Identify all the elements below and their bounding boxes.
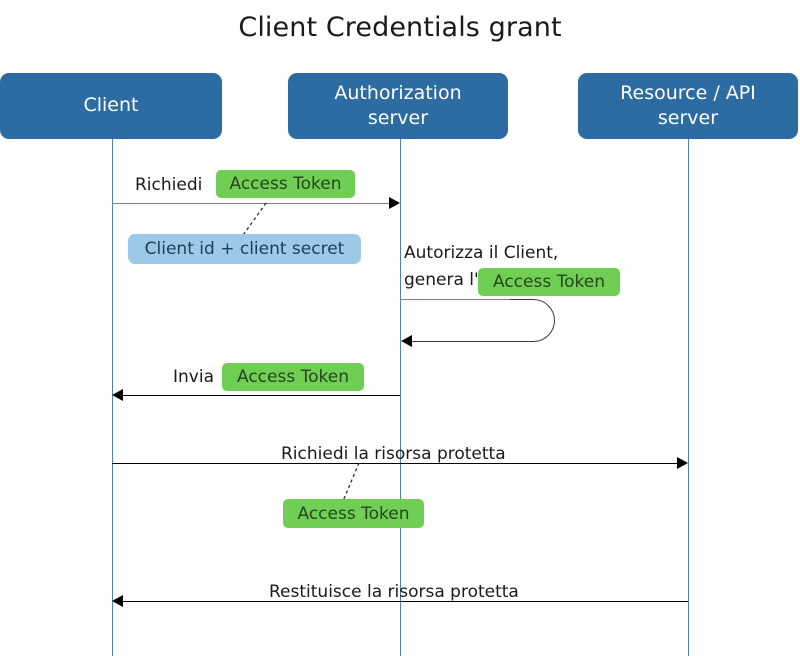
lifeline-resource-server	[688, 138, 689, 656]
self-loop-top-segment	[400, 299, 531, 300]
message-line-request-resource	[112, 463, 678, 464]
token-badge-request: Access Token	[216, 170, 355, 198]
participant-resource-server-label: Resource / API server	[620, 81, 756, 131]
message-label-authorize-line2-text: genera l'	[404, 270, 479, 290]
note-client-credentials-label: Client id + client secret	[144, 239, 345, 259]
arrow-head-send-token	[112, 389, 123, 401]
participant-authorization-server-label: Authorization server	[334, 81, 461, 131]
token-badge-sent-label: Access Token	[237, 367, 349, 387]
dash-connector-resource-token	[342, 462, 360, 502]
token-badge-resource-request-label: Access Token	[297, 503, 410, 524]
page-title: Client Credentials grant	[238, 12, 562, 43]
participant-authorization-server[interactable]: Authorization server	[288, 73, 508, 139]
self-loop-curve	[510, 299, 555, 342]
message-label-request-resource-text: Richiedi la risorsa protetta	[281, 444, 506, 464]
message-line-request-token	[112, 203, 390, 204]
arrow-head-self-loop-authorize	[401, 335, 412, 347]
message-line-return-resource	[122, 601, 688, 602]
token-badge-request-label: Access Token	[229, 174, 342, 194]
message-label-request-token: Richiedi	[135, 171, 202, 199]
token-badge-sent: Access Token	[222, 363, 364, 391]
message-label-return-resource: Restituisce la risorsa protetta	[269, 580, 519, 605]
arrow-head-request-token	[389, 197, 400, 209]
participant-authorization-server-line1: Authorization	[334, 81, 462, 104]
message-label-authorize-line2: genera l'	[404, 268, 479, 293]
participant-authorization-server-line2: server	[367, 107, 429, 129]
participant-client[interactable]: Client	[0, 73, 222, 139]
arrow-head-return-resource	[112, 595, 123, 607]
token-badge-generated: Access Token	[478, 268, 620, 296]
note-client-credentials: Client id + client secret	[128, 234, 361, 264]
participant-client-label: Client	[83, 94, 139, 117]
message-label-request-resource: Richiedi la risorsa protetta	[281, 442, 506, 467]
participant-resource-server-line1: Resource / API	[620, 81, 756, 104]
message-label-authorize-line1: Autorizza il Client,	[404, 241, 558, 266]
message-self-loop-authorize	[400, 299, 555, 344]
message-label-authorize-line1-text: Autorizza il Client,	[404, 243, 559, 263]
message-label-send-token-text: Invia	[173, 367, 214, 387]
message-label-request-token-text: Richiedi	[135, 175, 203, 195]
participant-resource-server-line2: server	[657, 107, 719, 129]
lifeline-authorization-server	[400, 138, 401, 656]
self-loop-bottom-segment	[411, 341, 521, 342]
token-badge-resource-request: Access Token	[283, 499, 424, 528]
message-label-send-token: Invia	[173, 363, 214, 391]
message-line-send-token	[122, 395, 400, 396]
token-badge-generated-label: Access Token	[493, 272, 605, 292]
participant-resource-server[interactable]: Resource / API server	[578, 73, 798, 139]
arrow-head-request-resource	[677, 457, 688, 469]
message-label-return-resource-text: Restituisce la risorsa protetta	[269, 582, 519, 602]
